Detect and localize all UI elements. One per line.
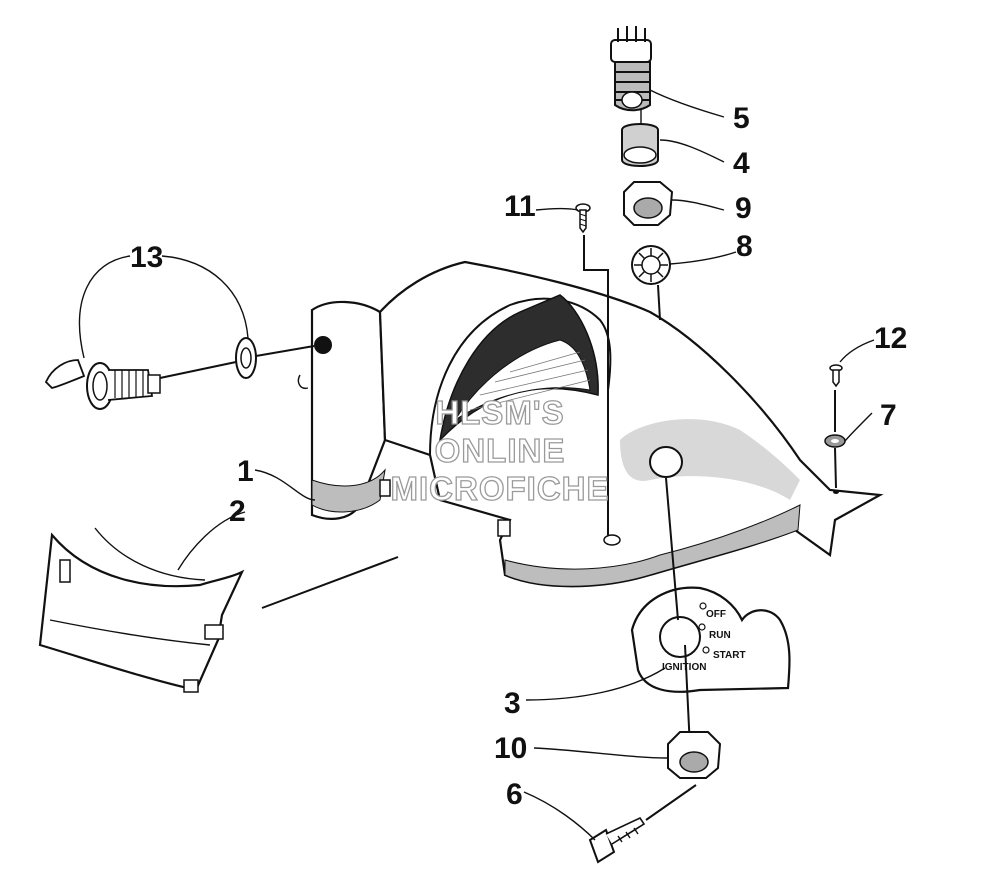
screw-guide-line	[583, 235, 609, 535]
callout-8: 8	[736, 230, 753, 263]
callout-13: 13	[130, 241, 163, 274]
callout-3: 3	[504, 687, 521, 720]
socket-nut	[235, 337, 257, 379]
cover-guide-line	[261, 556, 399, 609]
plate-ignition-label: IGNITION	[662, 662, 706, 673]
callout-7: 7	[880, 399, 897, 432]
plate-run-label: RUN	[709, 630, 731, 641]
callout-labels: 1 2 3 4 5 6 7 8 9 10 11 12 13	[130, 102, 907, 811]
switch-bushing	[621, 123, 659, 167]
nut-guide-line	[684, 644, 691, 749]
callout-13-bracket	[78, 255, 249, 359]
ignition-key	[588, 816, 646, 864]
leader-lines	[177, 89, 875, 841]
switch-hex-nut	[623, 181, 674, 226]
ignition-plate: OFF RUN START IGNITION	[630, 586, 791, 693]
accessory-socket	[44, 359, 161, 410]
plate-off-label: OFF	[706, 609, 726, 620]
lock-washer	[631, 245, 671, 285]
console-housing	[297, 260, 884, 588]
watermark-line-1: HLSM'S	[435, 394, 564, 431]
callout-9: 9	[735, 192, 752, 225]
housing-guide-line	[834, 447, 837, 489]
stack-guide-2	[657, 284, 661, 321]
plate-start-label: START	[713, 650, 746, 661]
socket-guide-2	[255, 345, 315, 357]
socket-guide-1	[159, 361, 237, 379]
callout-10: 10	[494, 732, 527, 765]
key-nut	[667, 731, 722, 779]
watermark-line-3: MICROFICHE	[391, 470, 610, 507]
washer-7	[824, 434, 846, 448]
callout-6: 6	[506, 778, 523, 811]
screw-12	[829, 364, 843, 388]
watermark: HLSM'S ONLINE MICROFICHE	[390, 393, 610, 507]
watermark-line-2: ONLINE	[435, 432, 566, 469]
console-cover	[38, 527, 245, 693]
switch-guide-line	[665, 477, 679, 621]
callout-12: 12	[874, 322, 907, 355]
callout-2: 2	[229, 495, 246, 528]
key-guide-line	[645, 784, 697, 821]
callout-11: 11	[504, 190, 536, 223]
callout-1: 1	[237, 455, 254, 488]
screw-11	[575, 203, 591, 234]
callout-5: 5	[733, 102, 750, 135]
ignition-switch	[610, 26, 652, 112]
callout-4: 4	[733, 147, 750, 180]
